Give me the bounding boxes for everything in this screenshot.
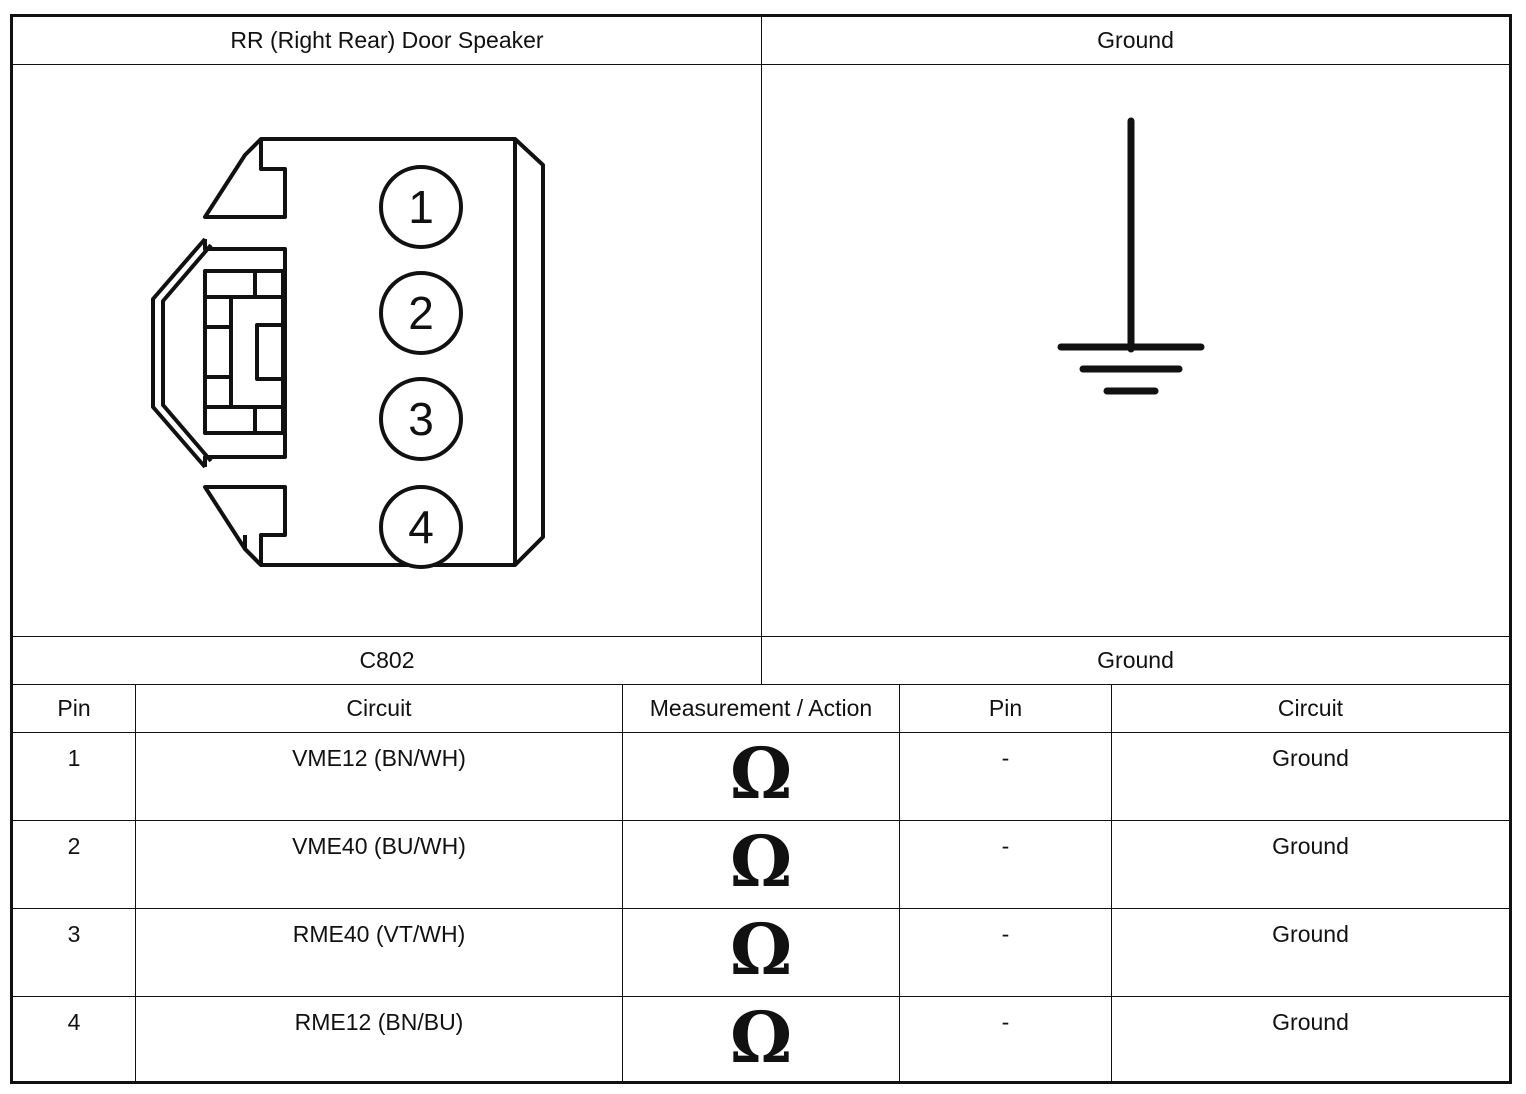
table-row-pin: 2 <box>67 833 81 859</box>
ohm-icon: Ω <box>729 732 793 815</box>
table-row-pin: 1 <box>67 745 81 771</box>
table-row-pin: 4 <box>67 1009 81 1035</box>
ohm-icon: Ω <box>729 820 793 903</box>
table-row-circuit: RME40 (VT/WH) <box>292 921 466 947</box>
ground-label: Ground <box>1097 647 1174 673</box>
table-row-pin: 3 <box>67 921 81 947</box>
divider-line <box>13 684 1509 685</box>
pin-label: 3 <box>408 393 434 445</box>
divider-line <box>13 732 1509 733</box>
column-header-pin: Pin <box>57 695 91 721</box>
divider-line <box>13 820 1509 821</box>
connector-test-sheet: RR (Right Rear) Door Speaker Ground <box>10 14 1512 1084</box>
pin-label: 1 <box>408 181 434 233</box>
ohm-icon: Ω <box>729 908 793 991</box>
left-title: RR (Right Rear) Door Speaker <box>230 27 544 53</box>
pin-label: 4 <box>408 501 434 553</box>
divider-line <box>13 908 1509 909</box>
column-header-measurement: Measurement / Action <box>649 695 873 721</box>
ohm-icon: Ω <box>729 996 793 1079</box>
table-row-circuit: RME12 (BN/BU) <box>294 1009 464 1035</box>
ground-symbol-icon <box>1057 117 1205 395</box>
divider-line <box>1111 684 1112 1081</box>
divider-line <box>899 684 900 1081</box>
table-row-circuit-2: Ground <box>1272 1009 1349 1035</box>
table-row-circuit: VME12 (BN/WH) <box>292 745 466 771</box>
column-header-circuit-2: Circuit <box>1277 695 1344 721</box>
column-header-pin-2: Pin <box>988 695 1023 721</box>
table-row-circuit-2: Ground <box>1272 833 1349 859</box>
column-header-circuit: Circuit <box>346 695 412 721</box>
pin-label: 2 <box>408 287 434 339</box>
right-title: Ground <box>1097 27 1174 53</box>
divider-line <box>622 684 623 1081</box>
table-row-pin-2: - <box>1001 1009 1010 1035</box>
table-row-circuit-2: Ground <box>1272 921 1349 947</box>
divider-line <box>135 684 136 1081</box>
table-row-circuit: VME40 (BU/WH) <box>292 833 466 859</box>
connector-face-icon: 1 2 3 4 <box>151 137 545 569</box>
table-row-circuit-2: Ground <box>1272 745 1349 771</box>
divider-line <box>13 996 1509 997</box>
divider-line <box>761 17 762 684</box>
table-row-pin-2: - <box>1001 921 1010 947</box>
table-row-pin-2: - <box>1001 745 1010 771</box>
connector-id: C802 <box>359 647 415 673</box>
table-row-pin-2: - <box>1001 833 1010 859</box>
